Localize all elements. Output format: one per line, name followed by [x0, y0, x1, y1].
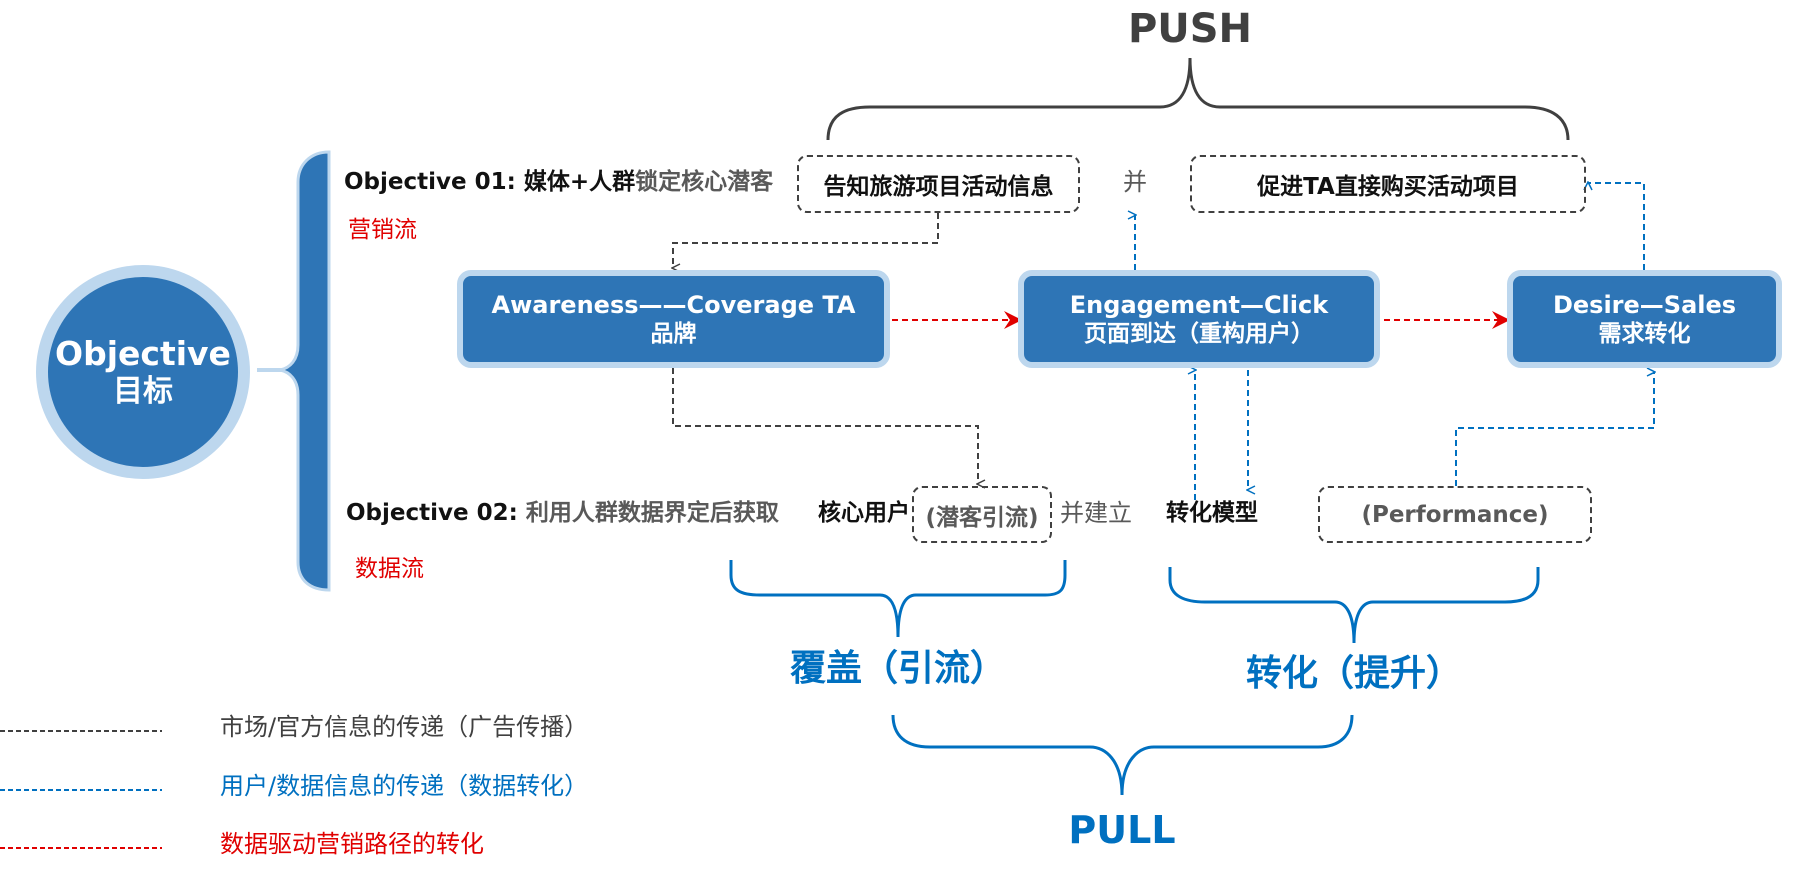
objective-01-bold: 媒体+人群 [523, 169, 636, 195]
coverage-label: 覆盖（引流） [789, 648, 1006, 689]
objective-02: Objective 02: 利用人群数据界定后获取 [346, 498, 779, 528]
stage-engagement-title: Engagement—Click [1069, 290, 1329, 319]
inform-box: 告知旅游项目活动信息 [797, 155, 1080, 213]
objective-subtitle: 目标 [113, 374, 173, 409]
conversion-model-label: 转化模型 [1166, 500, 1258, 526]
potential-box: (潜客引流) [912, 486, 1052, 543]
push-label: PUSH [1127, 6, 1253, 52]
stage-desire-subtitle: 需求转化 [1598, 320, 1691, 347]
stage-desire-title: Desire—Sales [1552, 290, 1737, 319]
conversion-label: 转化（提升） [1245, 653, 1462, 694]
inform-text: 告知旅游项目活动信息 [823, 174, 1054, 200]
push-brace [826, 57, 1570, 141]
objective-01-gray: 锁定核心潜客 [635, 169, 774, 195]
pull-label: PULL [1068, 808, 1176, 852]
data-flow-label: 数据流 [355, 556, 424, 582]
legend-item-market: 市场/官方信息的传递（广告传播） [220, 713, 589, 741]
objective-title: Objective [55, 334, 231, 373]
connector-awareness-to-potential [672, 368, 978, 484]
promote-text: 促进TA直接购买活动项目 [1257, 174, 1519, 200]
stage-awareness-subtitle: 品牌 [650, 320, 697, 347]
conversion-brace [1168, 567, 1540, 644]
pull-brace [891, 714, 1354, 796]
performance-text: (Performance) [1361, 501, 1549, 528]
objective-01-prefix: Objective 01: [344, 169, 524, 195]
objective-02-gray: 利用人群数据界定后获取 [525, 500, 779, 526]
connector-desire-to-promote [1588, 183, 1645, 270]
and-build-label: 并建立 [1060, 499, 1132, 527]
promote-box: 促进TA直接购买活动项目 [1190, 155, 1586, 213]
coverage-brace [729, 560, 1067, 638]
stage-engagement: Engagement—Click 页面到达（重构用户） [1018, 270, 1380, 368]
objective-02-prefix: Objective 02: [346, 500, 526, 526]
marketing-flow-label: 营销流 [348, 217, 417, 243]
stage-desire: Desire—Sales 需求转化 [1507, 270, 1782, 368]
stage-awareness: Awareness——Coverage TA 品牌 [457, 270, 890, 368]
stage-awareness-title: Awareness——Coverage TA [491, 290, 856, 319]
core-user-label: 核心用户 [818, 500, 910, 526]
objective-01: Objective 01: 媒体+人群锁定核心潜客 [344, 167, 773, 197]
objective-brace [279, 150, 331, 592]
legend-item-data: 用户/数据信息的传递（数据转化） [220, 772, 589, 800]
stage-engagement-subtitle: 页面到达（重构用户） [1084, 320, 1314, 347]
legend-item-driven: 数据驱动营销路径的转化 [220, 830, 484, 858]
connector-inform-to-awareness [673, 213, 939, 268]
connector-performance-to-desire [1455, 372, 1654, 486]
and-label: 并 [1123, 168, 1147, 196]
potential-text: (潜客引流) [925, 504, 1039, 531]
objective-circle-label: Objective 目标 [48, 277, 238, 467]
performance-box: (Performance) [1318, 486, 1592, 543]
